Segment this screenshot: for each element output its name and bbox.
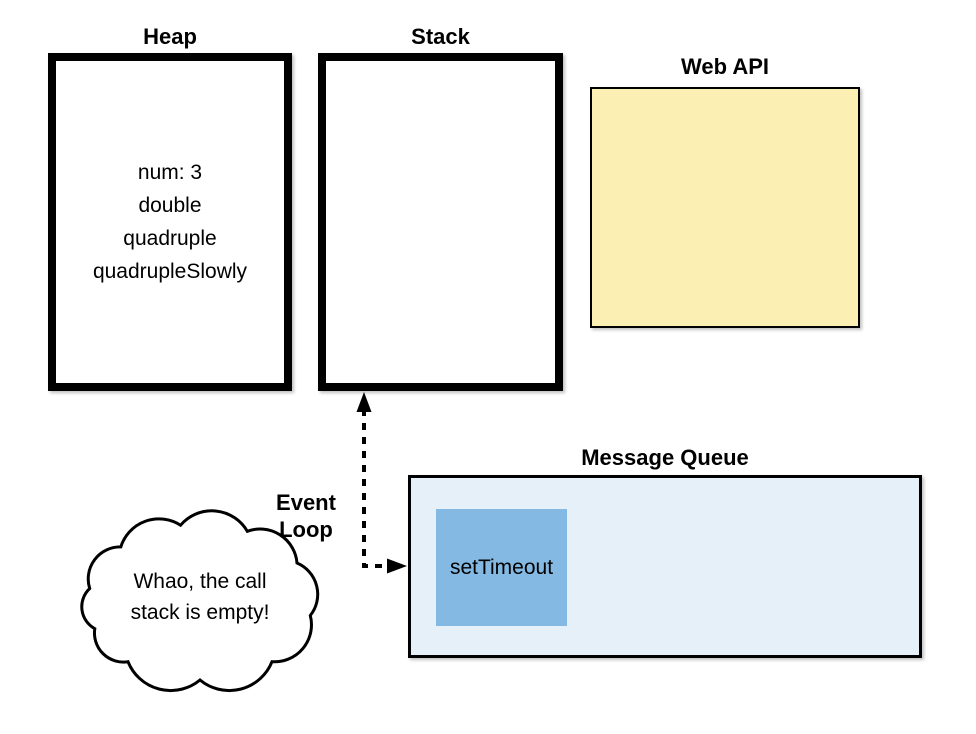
cloud-text-line2: stack is empty! bbox=[130, 601, 270, 624]
heap-item: num: 3 bbox=[137, 161, 203, 184]
cloud-text: Whao, the call stack is empty! bbox=[78, 566, 322, 628]
heap-box: num: 3 double quadruple quadrupleSlowly bbox=[48, 53, 292, 391]
heap-title: Heap bbox=[143, 24, 197, 49]
event-loop-line2: Loop bbox=[279, 517, 333, 542]
heap-item: quadrupleSlowly bbox=[92, 260, 248, 283]
heap-item: quadruple bbox=[123, 227, 217, 250]
event-loop-label: Event Loop bbox=[256, 489, 356, 543]
arrow-up-icon bbox=[356, 392, 372, 412]
dashed-connector-line bbox=[362, 409, 389, 568]
cloud-text-line1: Whao, the call bbox=[133, 570, 267, 593]
heap-items: num: 3 double quadruple quadrupleSlowly bbox=[93, 156, 247, 288]
stack-title: Stack bbox=[411, 24, 470, 49]
message-queue-box: setTimeout bbox=[408, 475, 922, 658]
message-queue-title: Message Queue bbox=[581, 445, 749, 470]
stack-box bbox=[318, 53, 563, 391]
web-api-title: Web API bbox=[680, 54, 769, 79]
settimeout-box: setTimeout bbox=[436, 509, 567, 626]
event-loop-line1: Event bbox=[276, 490, 336, 515]
web-api-box bbox=[590, 87, 860, 328]
settimeout-label: setTimeout bbox=[449, 555, 554, 579]
arrow-right-icon bbox=[387, 558, 407, 574]
heap-item: double bbox=[138, 194, 202, 217]
